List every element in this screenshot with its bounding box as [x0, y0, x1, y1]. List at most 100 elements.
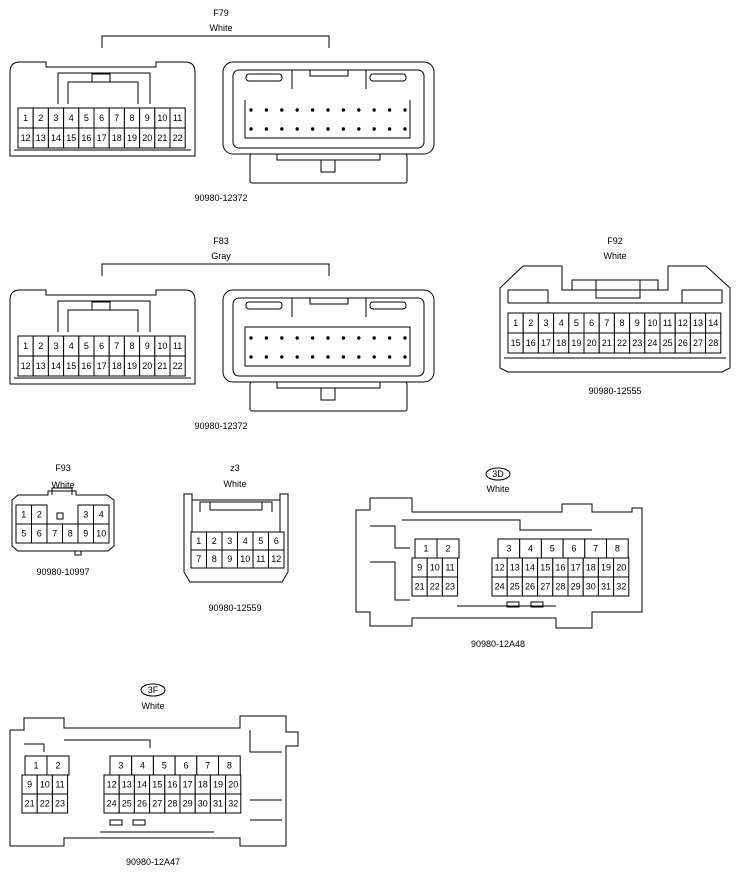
- pin-cell: 25: [659, 332, 676, 354]
- 3d-part-number: 90980-12A48: [471, 639, 525, 649]
- pin-number: 22: [430, 582, 440, 592]
- terminal-dot: [372, 108, 376, 112]
- pin-cell: 10: [36, 774, 53, 795]
- pin-number: 2: [37, 510, 42, 520]
- terminal-dot: [372, 355, 376, 359]
- pin-cavity: [51, 793, 69, 814]
- pin-number: 16: [81, 361, 91, 371]
- pin-cell: 1: [17, 335, 34, 357]
- pin-cell: 32: [225, 793, 242, 814]
- pin-number: 1: [23, 113, 28, 123]
- pin-cell: 15: [63, 127, 80, 149]
- f79-right-key-left: [245, 73, 283, 82]
- pin-number: 27: [540, 582, 550, 592]
- pin-number: 29: [571, 582, 581, 592]
- f79-right-lock-tab: [320, 159, 336, 173]
- f92-color: White: [603, 251, 626, 261]
- pin-cell: 13: [118, 774, 135, 795]
- pin-cell: 9: [629, 312, 646, 334]
- pin-cell: 1: [24, 755, 48, 776]
- pin-cell: 10: [237, 549, 254, 569]
- pin-cell: 29: [179, 793, 196, 814]
- pin-number: 7: [593, 544, 598, 554]
- f83-pair-bracket: [101, 263, 330, 276]
- pin-number: 9: [227, 554, 232, 564]
- pin-cell: 14: [521, 557, 539, 578]
- z3-part-number: 90980-12559: [208, 603, 261, 613]
- pin-cell: 7: [108, 335, 125, 357]
- pin-number: 2: [38, 341, 43, 351]
- pin-number: 7: [205, 761, 210, 771]
- pin-number: 24: [107, 799, 117, 809]
- pin-cell: 2: [206, 531, 223, 551]
- pin-cell: 13: [32, 355, 49, 377]
- pin-number: 13: [122, 780, 132, 790]
- pin-cell: 6: [174, 755, 198, 776]
- pin-number: 11: [173, 113, 182, 123]
- terminal-dot: [295, 127, 299, 131]
- pin-cell: 8: [606, 538, 629, 559]
- pin-number: 26: [525, 582, 535, 592]
- pin-cell: 26: [133, 793, 151, 814]
- pin-number: 5: [574, 318, 579, 328]
- z3-label: z3: [230, 463, 240, 473]
- pin-cell: 17: [93, 355, 110, 377]
- pin-cell: 17: [93, 127, 110, 149]
- f83-color: Gray: [211, 251, 231, 261]
- pin-number: 8: [619, 318, 624, 328]
- terminal-dot: [387, 108, 392, 112]
- pin-cell: 16: [164, 774, 181, 795]
- f83-right-key-right: [369, 301, 407, 310]
- f83-left-latch-tab: [91, 301, 111, 310]
- pin-cell: 16: [552, 557, 569, 578]
- pin-number: 4: [559, 318, 564, 328]
- pin-cell: 3: [47, 107, 65, 129]
- pin-cell: 15: [507, 332, 524, 354]
- pin-number: 24: [647, 338, 657, 348]
- terminal-dot: [357, 127, 361, 131]
- pin-cell: 4: [519, 538, 542, 559]
- pin-number: 25: [122, 799, 132, 809]
- pin-number: 24: [495, 582, 505, 592]
- pin-cell: 4: [63, 107, 80, 129]
- pin-number: 20: [616, 563, 626, 573]
- pin-cell: 15: [149, 774, 166, 795]
- pin-number: 9: [145, 113, 150, 123]
- pin-cell: [56, 512, 64, 520]
- z3-latch: [199, 501, 273, 512]
- pin-number: 3: [83, 510, 88, 520]
- pin-cell: 9: [139, 107, 156, 129]
- pin-cell: 1: [414, 538, 438, 559]
- terminal-dot: [326, 336, 330, 340]
- pin-number: 15: [152, 780, 162, 790]
- pin-cell: 15: [63, 355, 80, 377]
- terminal-dot: [249, 336, 253, 340]
- pin-cell: 21: [411, 576, 428, 597]
- pin-cell: 4: [93, 504, 110, 525]
- f83-right-key-left: [245, 301, 283, 310]
- pin-cell: 8: [218, 755, 241, 776]
- f79-pair-bracket: [101, 35, 330, 48]
- terminal-dot: [357, 336, 361, 340]
- pin-number: 7: [196, 554, 201, 564]
- f79-part-number: 90980-12372: [194, 193, 247, 203]
- pin-number: 7: [52, 529, 57, 539]
- pin-cell: 5: [540, 538, 564, 559]
- pin-cell: 11: [169, 335, 186, 357]
- pin-cell: 19: [597, 557, 615, 578]
- pin-cell: 28: [705, 332, 722, 354]
- pin-cell: 18: [194, 774, 211, 795]
- terminal-dot: [310, 336, 315, 340]
- pin-number: 18: [586, 563, 596, 573]
- pin-cell: 3: [109, 755, 133, 776]
- pin-number: 1: [423, 544, 428, 554]
- 3d-key-2: [530, 601, 544, 608]
- pin-cell: 19: [209, 774, 227, 795]
- terminal-dot: [326, 355, 330, 359]
- pin-number: 1: [21, 510, 26, 520]
- pin-number: 15: [66, 361, 76, 371]
